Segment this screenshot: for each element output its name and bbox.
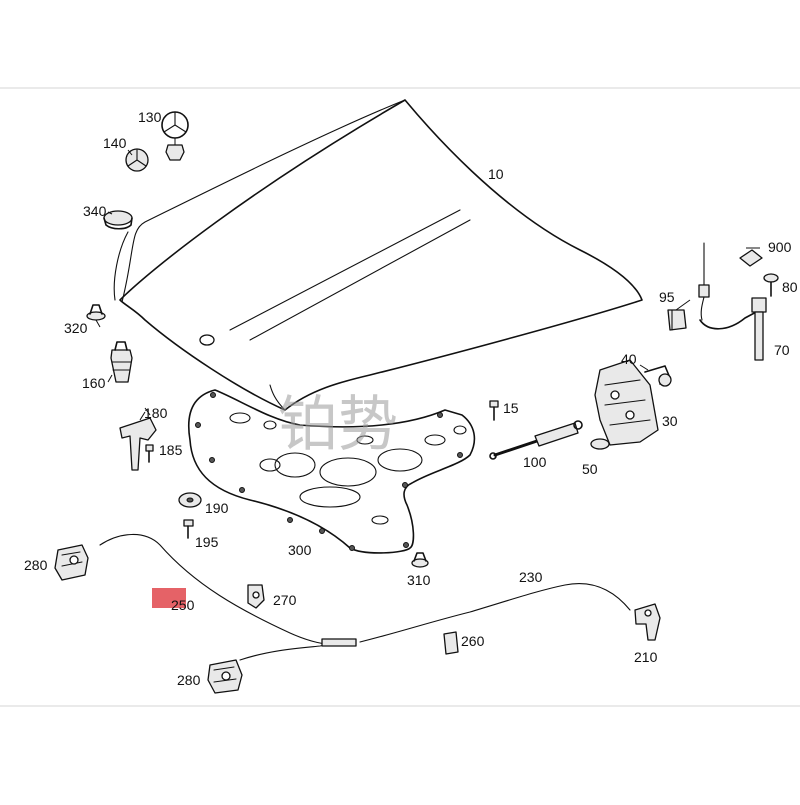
callout-130: 130 [138, 109, 162, 125]
watermark-text: 铂势 [278, 390, 398, 460]
callout-260: 260 [461, 633, 485, 649]
callout-250: 250 [171, 597, 195, 613]
callout-180: 180 [144, 405, 168, 421]
callout-230: 230 [519, 569, 543, 585]
callout-40: 40 [621, 351, 637, 367]
release-cable-230 [359, 583, 631, 643]
callout-15: 15 [503, 400, 519, 416]
star-emblem-130 [161, 111, 189, 161]
callout-270: 270 [273, 592, 297, 608]
grommet-190 [178, 492, 202, 508]
callout-280-bottom: 280 [177, 672, 201, 688]
part-250-highlight [152, 588, 186, 608]
bolt-50 [590, 438, 610, 450]
bolt-15 [489, 400, 499, 421]
callout-30: 30 [662, 413, 678, 429]
rubber-buffer-340 [103, 210, 133, 230]
callout-160: 160 [82, 375, 106, 391]
bracket-180 [119, 411, 157, 471]
cable-holder-270 [247, 584, 265, 609]
release-cable-250 [99, 533, 357, 661]
hood-washer-hole [199, 334, 215, 346]
screw-195 [183, 519, 194, 539]
callout-310: 310 [407, 572, 431, 588]
callout-340: 340 [83, 203, 107, 219]
screw-185 [145, 444, 154, 463]
callout-300: 300 [288, 542, 312, 558]
hinge-arm-40 [644, 365, 672, 387]
callout-320: 320 [64, 320, 88, 336]
hood-panel [113, 99, 643, 411]
clip-310 [411, 552, 429, 568]
clip-95 [667, 309, 687, 331]
insulation-mat [188, 389, 476, 554]
callout-900: 900 [768, 239, 792, 255]
callout-70: 70 [774, 342, 790, 358]
bumper-stop-160 [110, 341, 133, 383]
callout-195: 195 [195, 534, 219, 550]
callout-185: 185 [159, 442, 183, 458]
hinge-30 [594, 359, 659, 446]
screw-80 [763, 273, 779, 297]
callout-100: 100 [523, 454, 547, 470]
callout-140: 140 [103, 135, 127, 151]
hood-latch-280-bottom [207, 659, 243, 694]
callout-50: 50 [582, 461, 598, 477]
cable-clip-260 [443, 631, 459, 655]
hood-latch-280-top [54, 544, 89, 581]
gas-strut-100 [489, 420, 583, 460]
callout-190: 190 [205, 500, 229, 516]
callout-210: 210 [634, 649, 658, 665]
hood-switch-900 [698, 242, 763, 330]
release-handle-210 [634, 603, 661, 641]
callout-280-top: 280 [24, 557, 48, 573]
lock-pin-70 [751, 297, 767, 361]
clip-320 [86, 304, 106, 321]
callout-10: 10 [488, 166, 504, 182]
callout-80: 80 [782, 279, 798, 295]
callout-95: 95 [659, 289, 675, 305]
